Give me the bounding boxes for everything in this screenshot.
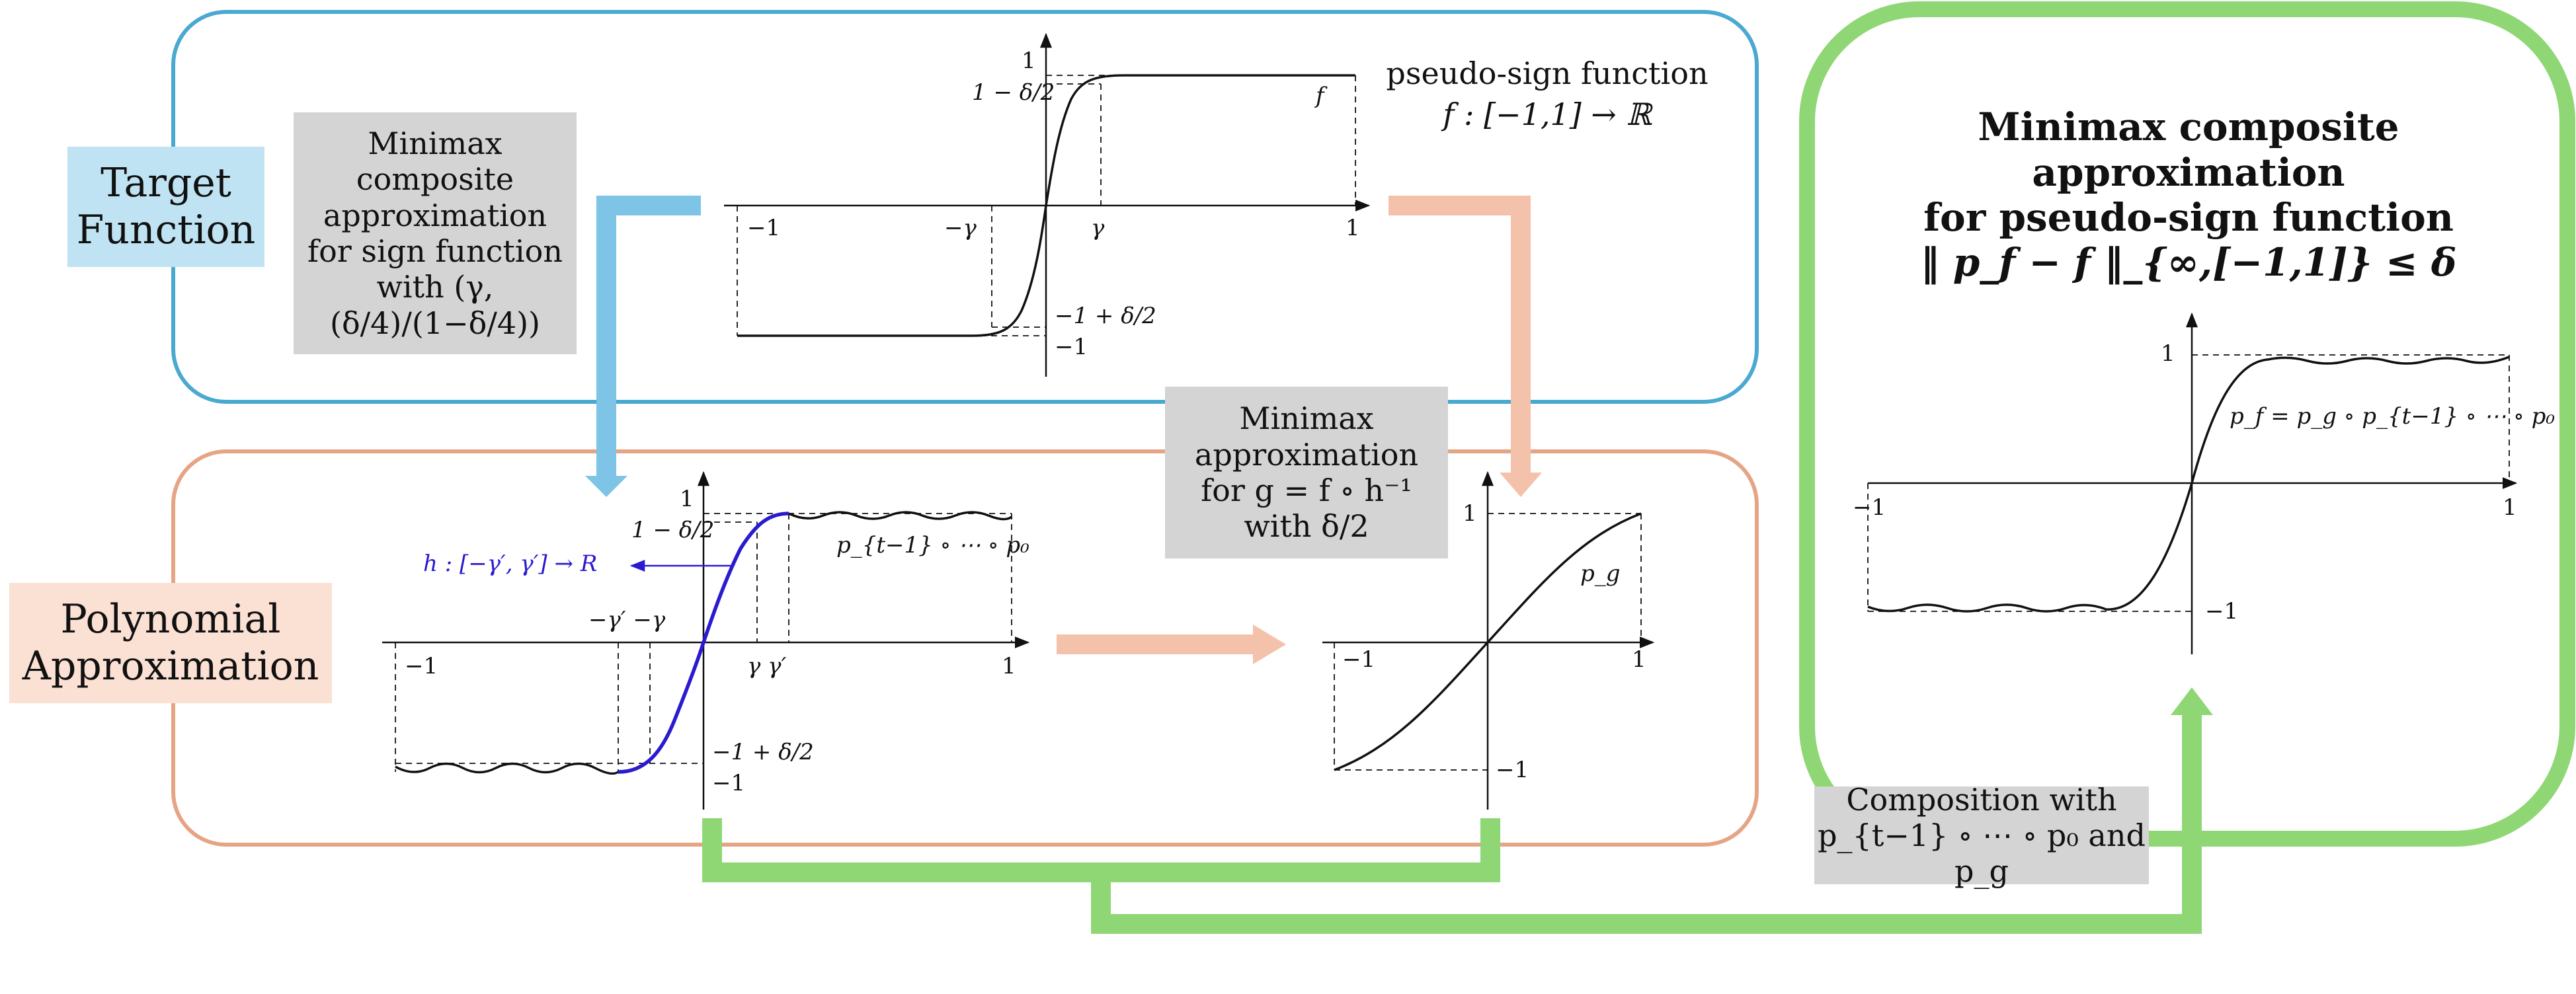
minimax-g-text: Minimax approximation for g = f ∘ h⁻¹ wi…	[1194, 401, 1419, 545]
minimax-sign-text: Minimax composite approximation for sign…	[307, 126, 563, 341]
minimax-sign-box: Minimax composite approximation for sign…	[294, 112, 577, 354]
top-curve-f: f	[1316, 83, 1324, 109]
pg-curve-label: p_g	[1580, 560, 1621, 587]
poly-y-1-minus: 1 − δ/2	[631, 517, 715, 543]
top-y-neg1: −1	[1055, 334, 1088, 360]
top-x-neg-gamma: −γ	[944, 215, 977, 241]
poly-y-neg1-plus: −1 + δ/2	[712, 739, 814, 765]
peach-arrow-right-down	[1389, 196, 1531, 479]
peach-arrow-middle-head	[1253, 625, 1286, 664]
minimax-g-box: Minimax approximation for g = f ∘ h⁻¹ wi…	[1165, 387, 1448, 558]
result-y-1: 1	[2161, 340, 2175, 367]
result-line1: Minimax composite approximation	[1978, 104, 2399, 195]
peach-arrow-right-down-head	[1500, 473, 1542, 497]
pg-y-neg1: −1	[1496, 757, 1529, 783]
poly-x-gammas: γ γ′	[747, 653, 787, 679]
poly-x-neg1: −1	[405, 653, 438, 679]
pseudo-sign-description: pseudo-sign function f : [−1,1] → ℝ	[1375, 53, 1719, 135]
green-arrow-head	[2171, 687, 2213, 715]
result-x-1: 1	[2503, 494, 2517, 521]
target-function-text: Target Function	[76, 160, 256, 253]
poly-curve-label: p_{t−1} ∘ ⋯ ∘ p₀	[836, 532, 1029, 558]
pseudo-sign-line1: pseudo-sign function	[1386, 56, 1709, 91]
plot-pg	[1322, 471, 1655, 810]
poly-x-neg-gammas: −γ′ −γ	[588, 607, 666, 633]
poly-x-1: 1	[1002, 653, 1016, 679]
polynomial-approximation-frame	[171, 449, 1759, 847]
composition-box: Composition with p_{t−1} ∘ ⋯ ∘ p₀ and p_…	[1814, 782, 2149, 889]
pg-x-1: 1	[1632, 646, 1646, 673]
blue-arrow	[596, 196, 701, 482]
composition-text: Composition with p_{t−1} ∘ ⋯ ∘ p₀ and p_…	[1818, 781, 2146, 890]
poly-h-label: h : [−γ′, γ′] → R	[423, 551, 598, 577]
result-title: Minimax composite approximation for pseu…	[1825, 104, 2552, 285]
pg-y-1: 1	[1463, 500, 1477, 527]
poly-y-neg1: −1	[712, 770, 746, 796]
plot-polynomial-approximation	[382, 471, 1030, 810]
top-y-1-minus: 1 − δ/2	[972, 79, 1055, 106]
result-line3: ‖ p_f − f ‖_{∞,[−1,1]} ≤ δ	[1920, 240, 2457, 286]
plot-result	[1867, 312, 2518, 654]
result-y-neg1: −1	[2205, 598, 2239, 625]
target-function-label: Target Function	[67, 147, 264, 267]
polynomial-approximation-label: Polynomial Approximation	[9, 583, 332, 703]
poly-y-1: 1	[680, 486, 694, 512]
top-x-neg1: −1	[747, 215, 781, 241]
result-x-neg1: −1	[1853, 494, 1886, 521]
result-curve-label: p_f = p_g ∘ p_{t−1} ∘ ⋯ ∘ p₀	[2230, 403, 2556, 430]
polynomial-approximation-text: Polynomial Approximation	[22, 596, 319, 689]
plot-pseudo-sign	[724, 32, 1371, 377]
top-x-gamma: γ	[1091, 215, 1105, 241]
top-x-1: 1	[1346, 215, 1360, 241]
result-line2: for pseudo-sign function	[1923, 195, 2454, 240]
blue-arrow-head	[585, 476, 627, 497]
green-connector-down	[1091, 712, 2202, 934]
top-y-neg1-plus: −1 + δ/2	[1055, 303, 1156, 329]
pg-x-neg1: −1	[1342, 646, 1376, 673]
top-y-1: 1	[1022, 48, 1036, 74]
pseudo-sign-line2: f : [−1,1] → ℝ	[1443, 96, 1652, 133]
